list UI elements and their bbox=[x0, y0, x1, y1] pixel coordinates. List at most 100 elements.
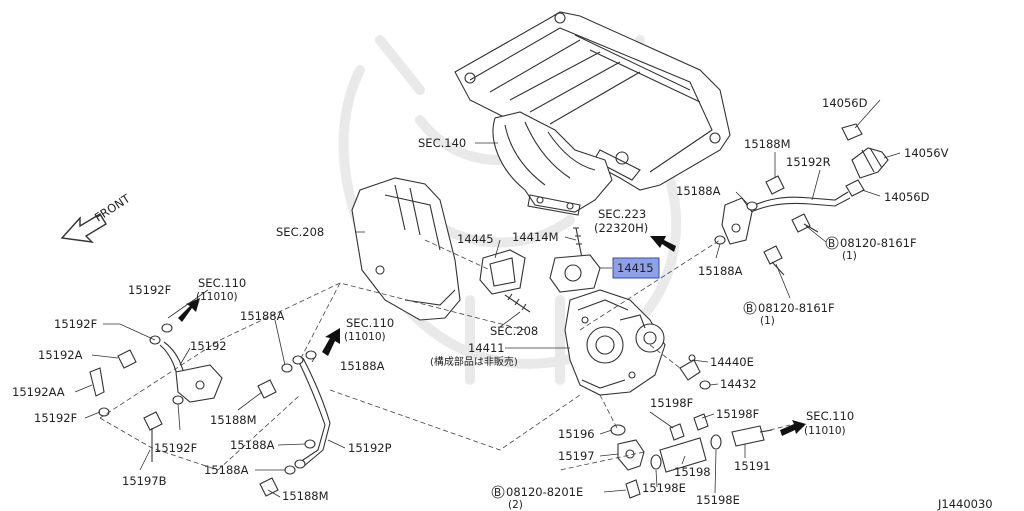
stud-sec208 bbox=[504, 293, 531, 313]
label-sec110-a: SEC.110 bbox=[198, 276, 246, 290]
washer-15188a-l3 bbox=[304, 439, 316, 449]
label-sec110-b: SEC.110 bbox=[346, 316, 394, 330]
sec223-arrow bbox=[650, 236, 676, 252]
label-sec140: SEC.140 bbox=[418, 136, 466, 150]
highlight-box-14415 bbox=[612, 257, 660, 279]
label-15198e-b: 15198E bbox=[696, 493, 740, 507]
label-15196: 15196 bbox=[558, 427, 595, 441]
front-arrow bbox=[60, 213, 107, 243]
stud-14414m bbox=[573, 227, 583, 259]
label-15188m-l2: 15188M bbox=[282, 489, 329, 503]
label-15192a: 15192A bbox=[38, 348, 83, 362]
label-14414m: 14414M bbox=[512, 230, 559, 244]
label-15198f-a: 15198F bbox=[650, 396, 693, 410]
connector-15197 bbox=[617, 439, 645, 471]
sec110-arrow-a bbox=[178, 298, 200, 322]
bolt-08120-8201e bbox=[625, 479, 641, 499]
label-14056v: 14056V bbox=[904, 146, 949, 160]
label-15198e-a: 15198E bbox=[642, 481, 686, 495]
label-14056d-top: 14056D bbox=[822, 96, 868, 110]
label-sec110-c: SEC.110 bbox=[806, 409, 854, 423]
circle-b-1 bbox=[825, 236, 839, 250]
label-15188a-top: 15188A bbox=[676, 184, 721, 198]
label-14445: 14445 bbox=[457, 232, 494, 246]
washer-15192f-d bbox=[172, 395, 184, 405]
label-08120-8161f-b-qty: (1) bbox=[760, 315, 775, 327]
washer-14432 bbox=[699, 380, 711, 390]
bolt-08120-8161f-b bbox=[763, 245, 785, 276]
gasket-14415 bbox=[549, 254, 601, 293]
bolt-15197b bbox=[143, 411, 163, 462]
label-14056d-bot: 14056D bbox=[884, 190, 930, 204]
washer-15192f-a bbox=[161, 323, 173, 333]
label-sec110-a-sub: (11010) bbox=[196, 291, 238, 303]
washer-15192f-c bbox=[98, 407, 110, 417]
gasket-14445 bbox=[479, 249, 526, 295]
clamp-15198f-a bbox=[669, 423, 685, 441]
clamp-15198f-b bbox=[693, 413, 709, 431]
clamp-14056d-bot bbox=[845, 179, 865, 197]
bolt-15188m-top bbox=[765, 175, 785, 195]
washer-15188a-l4 bbox=[284, 465, 296, 475]
gasket-15196 bbox=[610, 424, 626, 436]
label-15188a-l1: 15188A bbox=[240, 309, 285, 323]
circle-b-2-letter: B bbox=[746, 303, 753, 315]
oil-tube-15192 bbox=[159, 341, 223, 403]
label-15192r: 15192R bbox=[786, 155, 831, 169]
label-14415: 14415 bbox=[617, 261, 654, 275]
label-14432: 14432 bbox=[720, 377, 757, 391]
label-15197: 15197 bbox=[558, 449, 595, 463]
fitting-15191 bbox=[731, 425, 773, 447]
circle-b-2 bbox=[743, 301, 757, 315]
leader-lines bbox=[74, 99, 901, 498]
washer-15188a-l1 bbox=[281, 363, 293, 373]
sec110-arrow-b bbox=[322, 328, 340, 356]
label-15188a-l2: 15188A bbox=[340, 359, 385, 373]
doc-id: J1440030 bbox=[937, 497, 993, 511]
label-15188m-l1: 15188M bbox=[210, 413, 257, 427]
labels: FRONT SEC.140 SEC.208 SEC.208 SEC.223 (2… bbox=[12, 96, 993, 511]
dashed-grouping-lines bbox=[99, 239, 791, 471]
label-sec208-bottom: SEC.208 bbox=[490, 324, 538, 338]
label-15192aa: 15192AA bbox=[12, 385, 65, 399]
label-14411: 14411 bbox=[468, 341, 505, 355]
heat-shield bbox=[351, 177, 461, 321]
label-15192p: 15192P bbox=[348, 441, 392, 455]
circle-b-1-letter: B bbox=[828, 238, 835, 250]
turbocharger-14411 bbox=[564, 289, 666, 396]
label-08120-8201e: 08120-8201E bbox=[506, 485, 583, 499]
label-front: FRONT bbox=[92, 191, 133, 225]
label-15192f-a: 15192F bbox=[128, 283, 171, 297]
label-15192f-d: 15192F bbox=[154, 441, 197, 455]
label-08120-8201e-qty: (2) bbox=[508, 499, 523, 511]
label-15197b: 15197B bbox=[122, 474, 167, 488]
exhaust-manifold bbox=[492, 111, 613, 216]
label-sec223-sub: (22320H) bbox=[594, 221, 648, 235]
label-15192: 15192 bbox=[190, 339, 227, 353]
label-08120-8161f-a: 08120-8161F bbox=[840, 236, 917, 250]
label-sec110-c-sub: (11010) bbox=[804, 425, 846, 437]
label-15191: 15191 bbox=[734, 459, 771, 473]
label-08120-8161f-a-qty: (1) bbox=[842, 250, 857, 262]
clamp-15198e-b bbox=[710, 434, 722, 450]
circle-b-3-letter: B bbox=[494, 487, 501, 499]
washer-15188a-top bbox=[746, 201, 758, 211]
label-14440e: 14440E bbox=[710, 355, 754, 369]
label-sec110-b-sub: (11010) bbox=[344, 331, 386, 343]
label-15198f-b: 15198F bbox=[716, 407, 759, 421]
label-15188a-l3: 15188A bbox=[230, 438, 275, 452]
bolt-08120-8161f-a bbox=[791, 213, 819, 233]
bracket-14440e bbox=[679, 354, 701, 381]
washer-15188a-mid bbox=[714, 235, 726, 245]
label-15188a-l4: 15188A bbox=[204, 463, 249, 477]
clamp-15198e-a bbox=[650, 454, 662, 470]
label-15188a-mid: 15188A bbox=[698, 264, 743, 278]
label-sec208-top: SEC.208 bbox=[276, 225, 324, 239]
clamp-14056d-top bbox=[841, 123, 863, 141]
label-08120-8161f-b: 08120-8161F bbox=[758, 301, 835, 315]
bolt-15192a bbox=[117, 349, 137, 369]
washer-15188a-l2 bbox=[305, 350, 317, 360]
oil-tube-15192p bbox=[292, 355, 331, 469]
bolt-15192aa bbox=[89, 367, 105, 397]
